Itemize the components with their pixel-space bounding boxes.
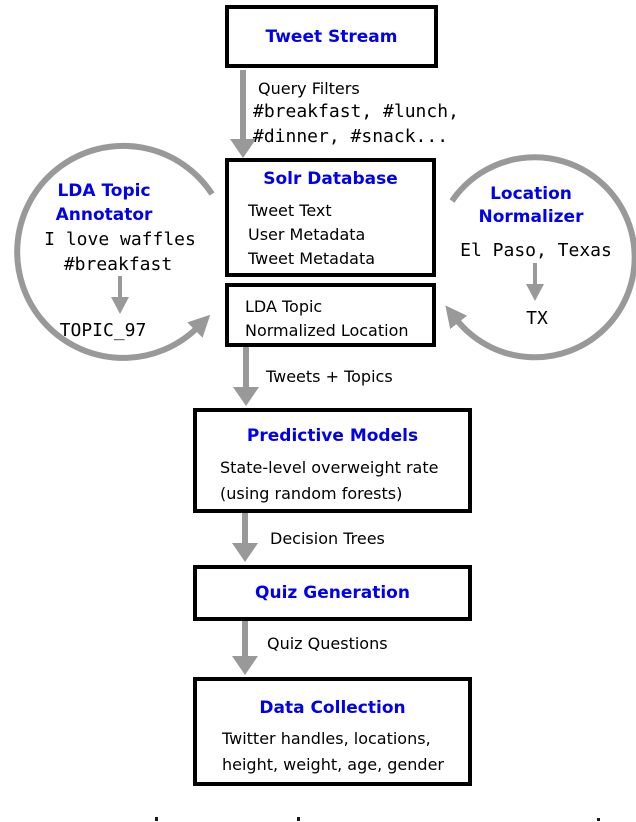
lda-annotator-title-line1: LDA Topic xyxy=(57,181,151,201)
tweet-stream-node: Tweet Stream xyxy=(225,5,438,68)
data-collection-title: Data Collection xyxy=(259,698,406,718)
data-collection-line2: height, weight, age, gender xyxy=(222,755,444,774)
location-normalizer-title-line1: Location xyxy=(490,184,572,204)
quiz-questions-label: Quiz Questions xyxy=(267,634,388,653)
lda-example-input-line1: I love waffles xyxy=(44,229,196,250)
location-normalizer-title-line2: Normalizer xyxy=(478,207,584,227)
location-example-output: TX xyxy=(526,308,548,329)
tweet-stream-title: Tweet Stream xyxy=(265,26,398,47)
solr-subitem-normalized-location: Normalized Location xyxy=(245,321,409,340)
lda-example-output: TOPIC_97 xyxy=(59,320,147,341)
solr-database-node: Solr Database Tweet Text User Metadata T… xyxy=(225,158,436,277)
quiz-generation-node: Quiz Generation xyxy=(193,565,472,621)
caption-fragment xyxy=(155,817,158,821)
predictive-models-node: Predictive Models State-level overweight… xyxy=(193,408,472,513)
lda-example-arrow xyxy=(111,276,129,314)
solr-item-tweet-metadata: Tweet Metadata xyxy=(248,249,376,268)
location-example-input: El Paso, Texas xyxy=(460,240,612,261)
caption-fragment xyxy=(597,818,600,821)
solr-subitem-lda-topic: LDA Topic xyxy=(245,297,323,316)
predictive-models-line2: (using random forests) xyxy=(220,484,403,503)
query-filters-detail-1: #breakfast, #lunch, xyxy=(253,101,459,122)
data-collection-node: Data Collection Twitter handles, locatio… xyxy=(193,677,472,786)
solr-item-tweet-text: Tweet Text xyxy=(248,201,332,220)
lda-annotator-title-line2: Annotator xyxy=(55,205,153,225)
data-collection-line1: Twitter handles, locations, xyxy=(222,729,431,748)
quiz-to-data-arrow xyxy=(232,621,258,675)
tweets-topics-label: Tweets + Topics xyxy=(266,367,393,386)
predictive-to-quiz-arrow xyxy=(232,513,258,562)
solr-to-predictive-arrow xyxy=(233,347,259,406)
predictive-models-title: Predictive Models xyxy=(246,426,419,446)
query-filters-label: Query Filters xyxy=(258,79,360,98)
predictive-models-line1: State-level overweight rate xyxy=(220,458,439,477)
caption-fragment xyxy=(297,817,300,821)
lda-example-input-line2: #breakfast xyxy=(63,254,173,275)
decision-trees-label: Decision Trees xyxy=(270,529,385,548)
solr-database-title: Solr Database xyxy=(263,169,398,189)
solr-item-user-metadata: User Metadata xyxy=(248,225,366,244)
query-filters-detail-2: #dinner, #snack... xyxy=(253,126,449,147)
location-example-arrow xyxy=(526,263,544,301)
quiz-generation-title: Quiz Generation xyxy=(255,583,410,603)
solr-annotations-subnode: LDA Topic Normalized Location xyxy=(225,283,436,347)
